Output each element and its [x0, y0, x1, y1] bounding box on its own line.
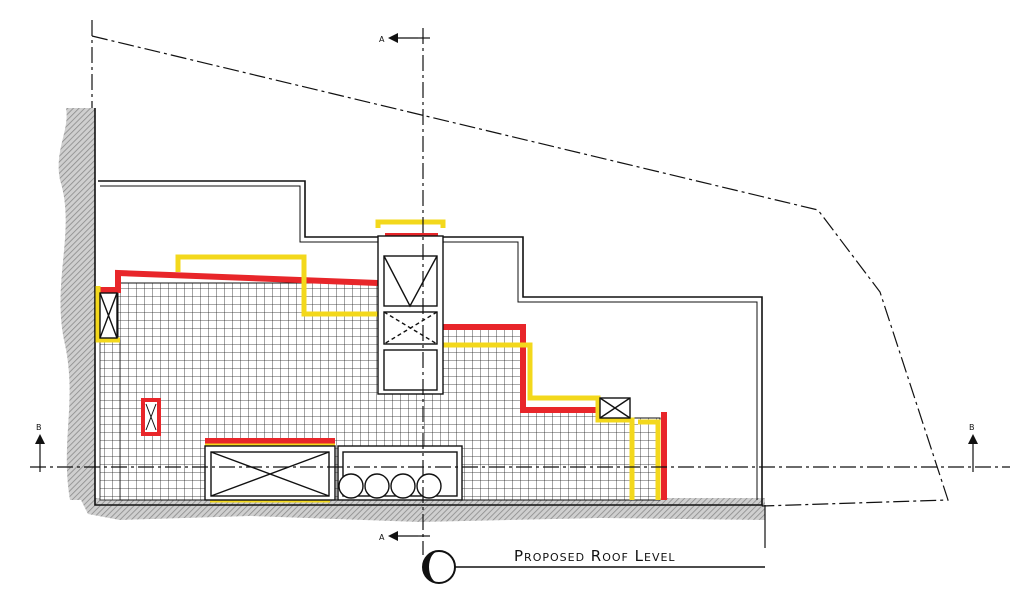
site-boundary [91, 35, 949, 507]
proposed-wall-east [638, 419, 661, 500]
section-a-label-top: A [379, 35, 385, 44]
ground-hatch-left [58, 108, 95, 500]
section-a-arrow-bottom-icon [388, 531, 398, 541]
shaft-west [99, 292, 118, 339]
proposed-wall-parapet [175, 254, 378, 317]
proposed-wall-north [95, 286, 120, 343]
section-a-arrow-top-icon [388, 33, 398, 43]
water-tanks [337, 445, 463, 501]
proposed-wall-core-top [375, 219, 446, 228]
existing-wall-east-step [443, 324, 596, 413]
building-outline [94, 108, 763, 506]
section-a-label-bottom: A [379, 533, 385, 542]
section-b-arrow-left-icon [35, 434, 45, 444]
stair-opening [204, 445, 336, 501]
existing-wall-north [98, 269, 379, 293]
section-b-label-left: B [36, 423, 42, 432]
building-outline-inner [100, 185, 758, 500]
lift-core [377, 235, 444, 395]
section-b-label-right: B [969, 423, 975, 432]
north-arrow-icon [422, 550, 456, 584]
section-b-arrow-right-icon [968, 434, 978, 444]
proposed-wall-east-step [443, 342, 635, 500]
shaft-east [599, 397, 631, 419]
vent-small [141, 398, 161, 436]
roof-terrace-tiles-left [99, 339, 121, 501]
drawing-title: Proposed Roof Level [514, 547, 676, 565]
